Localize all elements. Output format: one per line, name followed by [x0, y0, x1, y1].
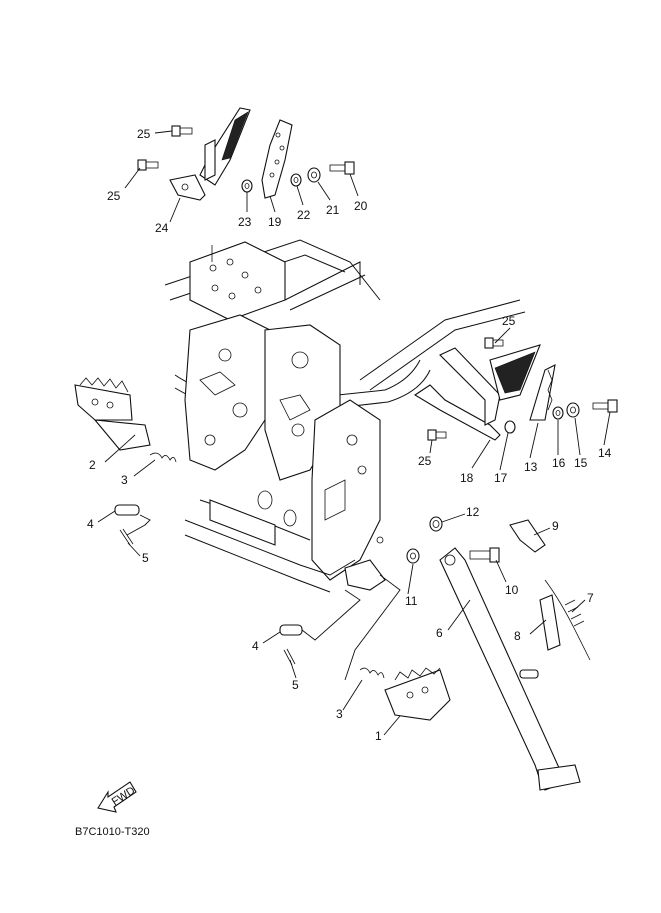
- fwd-arrow: FWD: [97, 781, 137, 813]
- plate-part-9: [509, 519, 546, 553]
- callout-4-left: 4: [87, 517, 94, 531]
- callout-6: 6: [436, 626, 443, 640]
- callout-25-right: 25: [502, 314, 516, 328]
- washer-part-16: [552, 406, 564, 420]
- nut-part-21: [307, 167, 321, 183]
- callout-3-left: 3: [121, 473, 128, 487]
- rear-footrest-bracket-part-24: [169, 107, 251, 201]
- callout-1: 1: [375, 729, 382, 743]
- callout-16: 16: [552, 456, 566, 470]
- callout-15: 15: [574, 456, 588, 470]
- bolt-part-25-left: [137, 159, 159, 171]
- bolt-part-25-lower: [427, 429, 447, 441]
- pin-part-stand: [519, 669, 539, 679]
- callout-23: 23: [238, 215, 252, 229]
- callout-4-right: 4: [252, 639, 259, 653]
- callout-9: 9: [552, 519, 559, 533]
- leader-lines: [97, 130, 611, 736]
- callout-25-left: 25: [107, 189, 121, 203]
- rear-footrest-part-19: [261, 119, 293, 199]
- callout-18: 18: [460, 471, 474, 485]
- spring-cover-part-8: [539, 594, 561, 651]
- bolt-part-25-upper: [171, 125, 193, 137]
- spring-part-3-right: [359, 667, 385, 679]
- callout-21: 21: [326, 203, 340, 217]
- callout-labels: 25 25 24 23 19 22 21 20 25 25 18 17 13 1…: [87, 127, 612, 743]
- nut-part-15: [566, 402, 580, 418]
- nut-part-11: [406, 548, 420, 564]
- rear-footrest-part-13: [529, 364, 556, 421]
- callout-5-left: 5: [142, 551, 149, 565]
- bolt-part-20: [329, 161, 355, 175]
- callout-12: 12: [466, 505, 480, 519]
- callout-3-right: 3: [336, 707, 343, 721]
- diagram-code: B7C1010-T320: [75, 826, 150, 838]
- cotter-pin-part-5-left: [119, 528, 134, 546]
- callout-11: 11: [405, 594, 418, 608]
- frame-assembly: [164, 239, 526, 593]
- callout-25-upper: 25: [137, 127, 151, 141]
- pin-part-4-left: [114, 504, 140, 516]
- callout-19: 19: [268, 215, 282, 229]
- spring-part-7: [544, 579, 591, 661]
- right-footrest-part-1: [384, 667, 451, 721]
- washer-part-22: [290, 173, 302, 187]
- spring-part-3-left: [149, 452, 177, 463]
- callout-7: 7: [587, 591, 594, 605]
- callout-13: 13: [524, 460, 538, 474]
- callout-2: 2: [89, 458, 96, 472]
- bolt-part-10: [469, 547, 500, 563]
- cotter-pin-part-5-right: [283, 648, 296, 666]
- washer-part-23: [241, 179, 253, 193]
- callout-5-right: 5: [292, 678, 299, 692]
- bushing-part-12: [429, 516, 443, 532]
- callout-10: 10: [505, 583, 519, 597]
- sidestand-part-6: [439, 547, 581, 791]
- callout-8: 8: [514, 629, 521, 643]
- callout-20: 20: [354, 199, 368, 213]
- left-footrest-part-2: [74, 377, 151, 451]
- washer-part-17: [504, 420, 516, 434]
- callout-17: 17: [494, 471, 508, 485]
- callout-14: 14: [598, 446, 612, 460]
- callout-25-lower: 25: [418, 454, 432, 468]
- callout-24: 24: [155, 221, 169, 235]
- bolt-part-14: [592, 399, 618, 413]
- pin-part-4-right: [279, 624, 303, 636]
- rear-footrest-bracket-part-18: [413, 344, 541, 441]
- callout-22: 22: [297, 208, 311, 222]
- bolt-part-25-right: [484, 337, 504, 349]
